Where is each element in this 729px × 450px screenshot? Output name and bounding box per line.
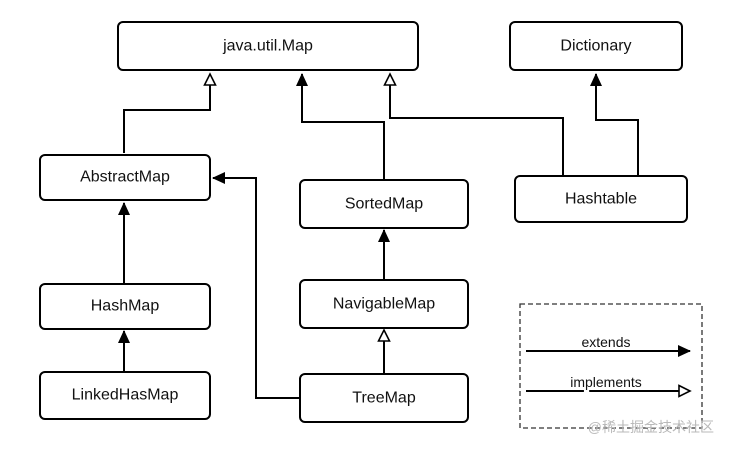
node-navigablemap: NavigableMap: [299, 279, 469, 329]
node-linkedhasmap: LinkedHasMap: [39, 371, 211, 420]
watermark: @稀土掘金技术社区: [588, 419, 714, 435]
legend-frame: [519, 303, 703, 429]
node-treemap: TreeMap: [299, 373, 469, 423]
edge-hashtable-extends-dictionary: [590, 73, 639, 176]
edge-abstractmap-implements-map: [123, 72, 217, 153]
node-dictionary: Dictionary: [509, 21, 683, 71]
node-abstractmap: AbstractMap: [39, 154, 211, 201]
node-label: Hashtable: [565, 191, 637, 208]
node-label: AbstractMap: [80, 169, 170, 186]
edge-treemap-extends-abstractmap: [212, 172, 300, 399]
edge-hashtable-implements-map: [383, 72, 564, 176]
node-sortedmap: SortedMap: [299, 179, 469, 229]
legend: extends implements: [519, 303, 703, 429]
node-label: TreeMap: [352, 390, 416, 407]
node-label: SortedMap: [345, 196, 423, 213]
node-hashtable: Hashtable: [514, 175, 688, 223]
node-label: Dictionary: [560, 38, 631, 55]
legend-extends-label: extends: [581, 334, 630, 350]
connectors: [118, 72, 639, 399]
edge-sortedmap-extends-map: [296, 73, 385, 180]
node-label: LinkedHasMap: [72, 387, 179, 404]
node-hashmap: HashMap: [39, 283, 211, 330]
legend-implements-label: implements: [570, 374, 642, 390]
node-label: NavigableMap: [333, 296, 435, 313]
node-java-util-map: java.util.Map: [117, 21, 419, 71]
node-label: HashMap: [91, 298, 160, 315]
node-label: java.util.Map: [222, 38, 313, 55]
